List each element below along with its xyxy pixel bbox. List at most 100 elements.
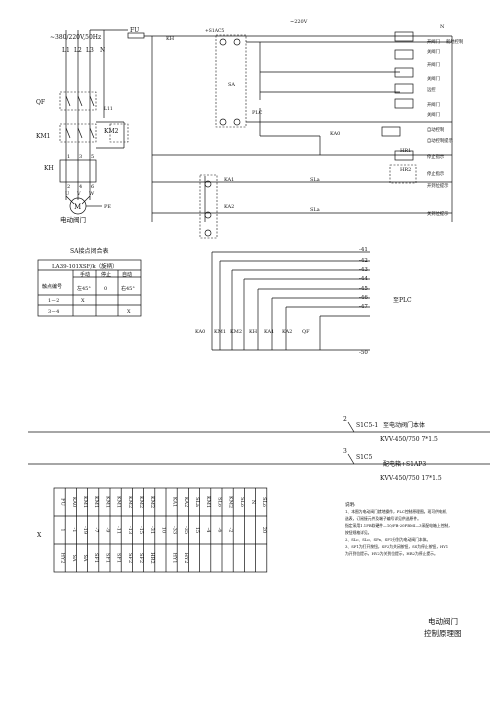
notes-line-5: 3、SF1为打开按钮，SF2为关闭按钮，SS为停止按钮，HY1 (345, 544, 448, 549)
terminal-cell: KA1 (172, 497, 178, 507)
sa-table-col-header: 触点编号 (42, 283, 62, 290)
cable-0-id: S1C5-1 (356, 422, 378, 429)
plc-label-to: 至PLC (393, 297, 412, 304)
sa-row-0-manual: X (81, 298, 85, 304)
terminal-cell: -1 (71, 528, 77, 533)
term-5: 5 (91, 154, 94, 160)
terminal-cell: SF1 (93, 553, 99, 563)
sa-angle-1: 0 (104, 286, 107, 292)
right-annotation-column: 开阀门 就地控制 关阀门 开阀门 关阀门 远控 开阀门 关阀门 自动控制 自动控… (427, 38, 463, 217)
kh-relay (59, 159, 97, 183)
right-label-13: 关到位提示 (427, 210, 449, 217)
plc-num-4: -45 (359, 286, 368, 292)
sa-row-1-no: 3－4 (48, 309, 59, 315)
cable-1-spec: KVV-450/750 17*1.5 (380, 475, 442, 482)
terminal-cell: SF1 (104, 553, 110, 563)
kh-ctrl-label: KH (166, 36, 175, 42)
terminal-cell: 20 (261, 527, 267, 533)
term-6: 6 (91, 184, 94, 190)
plc-num-3: -44 (359, 276, 368, 282)
plc-num-6: -47 (359, 304, 368, 310)
relay-coils (381, 31, 417, 184)
control-rails (144, 35, 453, 222)
supply-label: ~380/220V,50Hz (50, 34, 101, 41)
terminal-cell: KA0 (71, 497, 77, 507)
terminal-cell: -2 (228, 528, 234, 533)
term-2: 2 (67, 184, 70, 190)
ka2-label: KA2 (224, 204, 234, 210)
motor-label: M (74, 203, 81, 211)
terminal-block-grid: FU1HY2KA0-1SAKM1-19SAKM1-7SF1KM1-9SF1KM1… (53, 487, 268, 573)
terminal-cell: -15 (138, 526, 144, 534)
terminal-cell: SF1 (116, 553, 122, 563)
term-1: 1 (67, 154, 70, 160)
plc-contact-1: KM1 (214, 329, 226, 335)
plc-num-1: -42 (359, 258, 368, 264)
terminal-cell: KM1 (116, 496, 122, 508)
km1-contacts (59, 123, 97, 143)
sa-col-2: 自动 (122, 271, 132, 278)
km1-label: KM1 (36, 133, 50, 140)
terminal-cell: KM1 (93, 496, 99, 508)
sa-switch (215, 34, 247, 128)
right-label-10: 停止指示 (427, 153, 445, 160)
sa-label: SA (228, 82, 235, 88)
terminal-cell: -13 (127, 526, 133, 534)
cable-1-desc: 配电箱+S1AP3 (383, 460, 426, 468)
sa-table-title: SA接点闭合表 (70, 247, 108, 255)
term-w: W (89, 191, 95, 197)
plc-contact-0: KA0 (195, 329, 205, 335)
neutral-label: N (440, 24, 445, 30)
terminal-cell: 10 (160, 527, 166, 533)
right-label-0: 开阀门 (427, 38, 440, 45)
term-u: U (65, 191, 69, 197)
terminal-cell: -19 (82, 526, 88, 534)
motor-symbol (65, 195, 102, 215)
notes-title: 说明: (345, 501, 356, 508)
terminal-block-label: X (37, 532, 42, 539)
title-line-2: 控制原理图 (424, 628, 462, 638)
terminal-cell: SF2 (127, 553, 133, 563)
terminal-cell: SLo (261, 497, 267, 507)
title-line-1: 电动阀门 (428, 616, 458, 626)
terminal-cell: HY1 (172, 553, 178, 564)
right-label-2: 关阀门 (427, 48, 440, 55)
term-4: 4 (79, 184, 82, 190)
phase-n: N (100, 47, 105, 54)
indicator-lamps (199, 174, 218, 239)
plc-num-2: -43 (359, 267, 368, 273)
right-label-9: 自动控制提示 (427, 137, 453, 144)
terminal-cell: SA (82, 554, 88, 561)
notes-line-0: 1、本图为电动阀门就地操作，PLC控制原理图。现可供电机 (345, 509, 447, 514)
fu-label: FU (130, 27, 139, 34)
voltage-label: ~220V (290, 19, 308, 25)
terminal-cell: SLo (239, 497, 245, 507)
sa-row-1-auto: X (127, 309, 131, 315)
cable-0-spec: KVV-450/750 7*1.5 (380, 436, 438, 443)
fuse-symbol (127, 32, 145, 39)
terminal-block-frame (53, 487, 268, 573)
notes-line-6: 为开到位提示，HY2为关到位提示，HR2为停止提示。 (345, 551, 438, 556)
sa-angle-2: 右45° (121, 285, 135, 292)
plc-contact-4: KA1 (264, 329, 274, 335)
hr1-label: HR1 (400, 148, 411, 154)
ka1-label: KA1 (224, 177, 234, 183)
control-branches (152, 41, 452, 222)
terminal-cell: -33 (172, 526, 178, 534)
cable-0-num: 2 (343, 416, 347, 423)
kh-label: KH (44, 165, 54, 172)
terminal-cell: 15 (194, 527, 200, 533)
right-label-12: 开到位提示 (427, 182, 449, 189)
plc-label: PLC (252, 110, 263, 116)
terminal-cell: SA (71, 554, 77, 561)
terminal-cell: SLo (216, 497, 222, 507)
km2-contacts (96, 121, 129, 149)
cable-lines (28, 421, 490, 465)
qf-breaker (59, 91, 97, 111)
right-label-8: 自动控制 (427, 126, 444, 133)
terminal-cell: SF2 (138, 553, 144, 563)
plc-contact-2: KM2 (230, 329, 242, 335)
terminal-cell: -35 (183, 526, 189, 534)
terminal-cell: KM1 (104, 496, 110, 508)
